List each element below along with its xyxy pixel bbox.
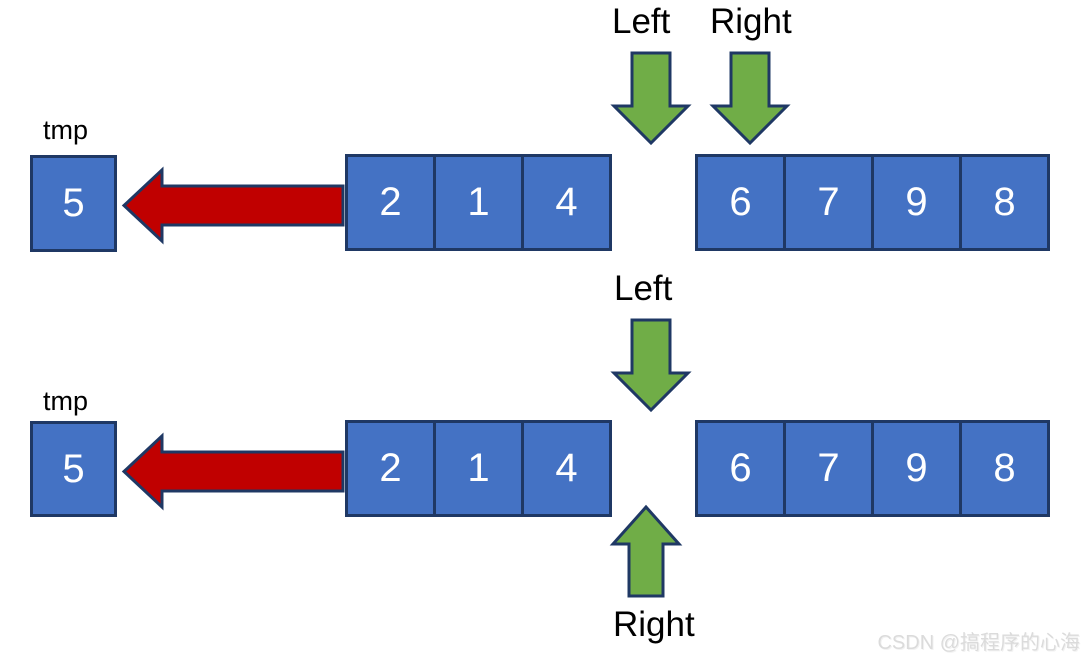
step1-left-pointer-down-arrow-icon bbox=[610, 51, 692, 146]
array-cell: 9 bbox=[871, 420, 962, 517]
down-arrow-shape bbox=[610, 318, 692, 413]
step2-left-pointer-down-arrow-icon bbox=[610, 318, 692, 413]
csdn-watermark: CSDN @搞程序的心海 bbox=[877, 632, 1080, 654]
left-arrow-shape bbox=[121, 166, 345, 245]
step1-copy-to-tmp-arrow-icon bbox=[121, 166, 345, 245]
step1-right-subarray: 6 7 9 8 bbox=[695, 154, 1050, 251]
step1-tmp-label: tmp bbox=[43, 115, 89, 145]
array-cell: 9 bbox=[871, 154, 962, 251]
array-cell: 8 bbox=[959, 154, 1050, 251]
step2-copy-to-tmp-arrow-icon bbox=[121, 432, 345, 511]
step2-right-subarray: 6 7 9 8 bbox=[695, 420, 1050, 517]
down-arrow-shape bbox=[610, 51, 692, 146]
step1-right-pointer-label: Right bbox=[710, 2, 792, 41]
array-cell: 7 bbox=[783, 420, 874, 517]
array-cell: 2 bbox=[345, 420, 436, 517]
array-cell: 4 bbox=[521, 154, 612, 251]
left-arrow-shape bbox=[121, 432, 345, 511]
array-cell: 1 bbox=[433, 154, 524, 251]
step2-tmp-box: 5 bbox=[30, 421, 117, 517]
up-arrow-shape bbox=[609, 504, 683, 598]
array-cell: 8 bbox=[959, 420, 1050, 517]
array-cell: 2 bbox=[345, 154, 436, 251]
array-cell: 4 bbox=[521, 420, 612, 517]
down-arrow-shape bbox=[709, 51, 791, 146]
step2-right-pointer-label: Right bbox=[613, 605, 695, 644]
step1-right-pointer-down-arrow-icon bbox=[709, 51, 791, 146]
step2-tmp-label: tmp bbox=[43, 386, 89, 416]
step1-tmp-box: 5 bbox=[30, 155, 117, 252]
array-cell: 6 bbox=[695, 420, 786, 517]
array-cell: 7 bbox=[783, 154, 874, 251]
step2-left-subarray: 2 1 4 bbox=[345, 420, 612, 517]
step2-right-pointer-up-arrow-icon bbox=[609, 504, 683, 598]
step1-left-pointer-label: Left bbox=[612, 2, 671, 41]
step2-left-pointer-label: Left bbox=[614, 269, 673, 308]
array-cell: 1 bbox=[433, 420, 524, 517]
array-cell: 6 bbox=[695, 154, 786, 251]
step1-left-subarray: 2 1 4 bbox=[345, 154, 612, 251]
